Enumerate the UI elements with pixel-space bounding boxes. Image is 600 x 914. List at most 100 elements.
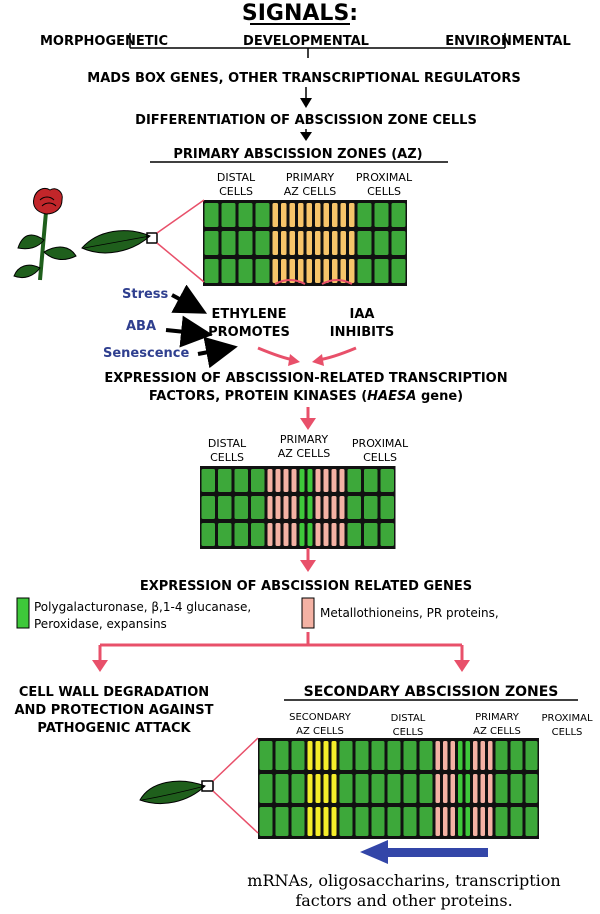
cell [488,741,493,770]
cell [510,774,523,803]
cell [347,469,361,492]
cell-grid-frame [203,200,407,286]
cell [331,496,337,519]
p2-proximal-label-2: CELLS [363,451,397,464]
cell [307,469,313,492]
cell [323,774,329,803]
cell [281,203,287,227]
ethylene-label: ETHYLENE [212,307,287,322]
p1-primary-label-2: AZ CELLS [284,185,336,198]
step-differentiation: DIFFERENTIATION OF ABSCISSION ZONE CELLS [135,113,477,128]
cell [259,807,273,836]
p3-proximal-label: PROXIMAL [541,713,592,724]
cell [510,807,523,836]
cell [306,259,312,283]
cell [339,496,345,519]
p2-primary-label: PRIMARY [280,433,328,446]
cell [315,523,321,546]
cell [355,807,369,836]
p2-proximal-label: PROXIMAL [352,437,409,450]
cell [315,259,321,283]
signals-brace [129,33,506,58]
cell [332,203,338,227]
cell [201,496,215,519]
blue-arrow-left [360,840,488,864]
cell [315,807,321,836]
cell [391,231,406,255]
red-arrows-converge [257,346,357,366]
cell [357,203,372,227]
cell [349,203,355,227]
cell [357,231,372,255]
title: SIGNALS: [242,1,358,26]
cell [339,469,345,492]
signal-developmental: DEVELOPMENTAL [243,34,369,49]
cell [450,807,455,836]
cell-grid-secondary [258,738,539,839]
cell [291,496,297,519]
cell [299,469,305,492]
p2-distal-label-2: CELLS [210,451,244,464]
cell [259,741,273,770]
iaa-inhibits: INHIBITS [330,325,394,340]
p1-distal-label: DISTAL [217,171,256,184]
cell [289,231,295,255]
cell [371,774,385,803]
cell [387,774,401,803]
red-arrow-down-2 [300,548,316,572]
iaa-label: IAA [350,307,375,322]
cell [306,231,312,255]
cell [238,231,253,255]
cell [480,741,485,770]
cell [255,203,270,227]
cell [291,741,305,770]
cell [340,259,346,283]
cell [391,203,406,227]
cell [339,774,353,803]
p3-distal-label: DISTAL [391,713,426,724]
cell [450,741,455,770]
cell [458,807,463,836]
cell [364,469,378,492]
cell [443,807,448,836]
legend-green-swatch [16,597,30,629]
senescence-arrow [197,336,238,369]
leaf-icon [81,199,205,283]
cell-grid-frame [200,466,396,549]
cell [307,741,313,770]
p1-primary-label: PRIMARY [286,171,334,184]
cell [435,807,440,836]
cell [201,523,215,546]
cell [339,807,353,836]
cell [495,774,508,803]
p3-primary-label: PRIMARY [475,712,520,723]
cell [465,741,470,770]
cell [298,231,304,255]
cell [465,774,470,803]
cell [391,259,406,283]
p3-secondary-label-2: AZ CELLS [296,726,344,737]
cell [339,523,345,546]
cell [315,203,321,227]
cell [272,259,278,283]
cell [281,259,287,283]
cell [255,259,270,283]
cell [323,523,329,546]
stress-arrow [171,284,208,314]
cell [525,741,538,770]
cell [238,259,253,283]
red-arrow-down-1 [300,407,316,430]
p2-distal-label: DISTAL [208,437,247,450]
cell [315,231,321,255]
cell [221,259,236,283]
cell [251,469,265,492]
p3-secondary-label: SECONDARY [289,712,352,723]
expression1-line1: EXPRESSION OF ABSCISSION-RELATED TRANSCR… [104,371,507,386]
cell [323,496,329,519]
cell [371,807,385,836]
cell [291,469,297,492]
cell [443,741,448,770]
cell [275,496,281,519]
